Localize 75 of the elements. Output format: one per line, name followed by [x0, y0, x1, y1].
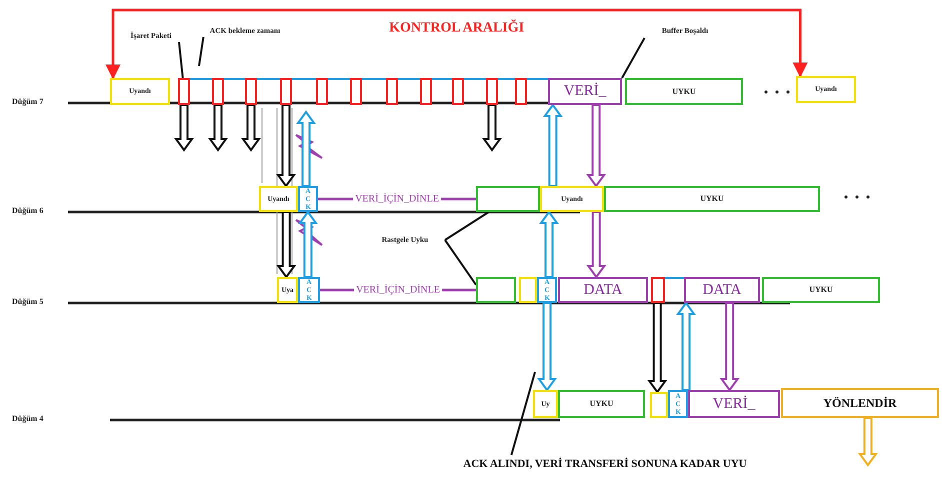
block-arrow	[298, 210, 318, 278]
block-arrow	[647, 302, 668, 394]
signal-packet-box	[212, 78, 224, 105]
signal-packet-box	[452, 78, 464, 105]
block-arrow	[208, 104, 228, 152]
block-arrow	[858, 417, 878, 467]
leader-line	[621, 38, 646, 78]
block-arrow	[542, 103, 563, 187]
sleep-box	[476, 277, 516, 303]
leader-line	[198, 36, 204, 66]
signal-packet-box	[515, 78, 527, 105]
leader-line	[444, 211, 490, 241]
ack-box	[668, 390, 688, 418]
signal-packet-box	[178, 78, 190, 105]
edge-label: VERİ_İÇİN_DİNLE	[354, 282, 442, 298]
block-arrow	[586, 104, 606, 188]
signal-packet-box	[486, 78, 498, 105]
signal-packet-box	[350, 78, 362, 105]
state-box	[110, 78, 170, 105]
signal-packet-box	[245, 78, 257, 105]
state-box	[540, 186, 604, 212]
block-arrow	[586, 211, 606, 279]
sleep-box	[558, 390, 645, 418]
ack-box	[298, 186, 318, 212]
data-box	[688, 390, 780, 418]
sleep-box	[762, 277, 880, 303]
sleep-box	[476, 186, 540, 212]
state-box	[259, 186, 298, 212]
block-arrow	[720, 302, 740, 392]
box-label: VERİ_	[712, 394, 756, 414]
state-box	[533, 390, 558, 418]
state-box	[796, 76, 856, 103]
node-row-label: Düğüm 5	[12, 296, 44, 308]
signal-packet-box	[386, 78, 398, 105]
signal-packet-box	[420, 78, 432, 105]
block-arrow	[537, 302, 557, 392]
data-box	[684, 277, 760, 303]
block-arrow	[276, 211, 296, 279]
leader-line	[444, 239, 477, 286]
node-row-label: Düğüm 7	[12, 96, 44, 108]
annotation-text: ACK ALINDI, VERİ TRANSFERİ SONUNA KADAR UYU	[463, 456, 747, 472]
signal-packet-box	[316, 78, 328, 105]
edge-label: VERİ_İÇİN_DİNLE	[353, 192, 441, 206]
block-arrow	[482, 104, 502, 152]
leader-line	[510, 372, 536, 456]
forward-box	[781, 388, 939, 418]
box-label: UYKU	[590, 398, 614, 410]
ack-box	[537, 277, 557, 303]
signal-packet-box	[280, 78, 292, 105]
box-label: UYKU	[672, 86, 696, 98]
block-arrow	[676, 301, 696, 391]
block-arrow	[296, 110, 316, 187]
block-arrow	[174, 104, 194, 152]
state-box	[519, 277, 537, 303]
signal-packet-box	[651, 277, 665, 303]
block-arrow	[539, 210, 559, 278]
box-label: YÖNLENDİR	[823, 395, 897, 412]
node-row-label: Düğüm 6	[12, 205, 44, 217]
ack-box	[298, 277, 320, 303]
data-box	[548, 78, 622, 105]
leader-line	[178, 42, 184, 78]
box-label: DATA	[584, 280, 622, 300]
block-arrow	[276, 104, 296, 188]
box-label: UYKU	[809, 284, 833, 296]
sleep-box	[625, 78, 743, 105]
box-label: DATA	[702, 280, 742, 300]
state-box	[650, 392, 668, 418]
block-arrow	[241, 104, 261, 152]
state-box	[277, 277, 298, 303]
sleep-box	[604, 186, 820, 212]
box-label: UYKU	[700, 193, 724, 205]
data-box	[558, 277, 648, 303]
box-label: VERİ_	[564, 82, 606, 102]
connector-line	[106, 8, 808, 80]
node-row-label: Düğüm 4	[12, 413, 44, 425]
